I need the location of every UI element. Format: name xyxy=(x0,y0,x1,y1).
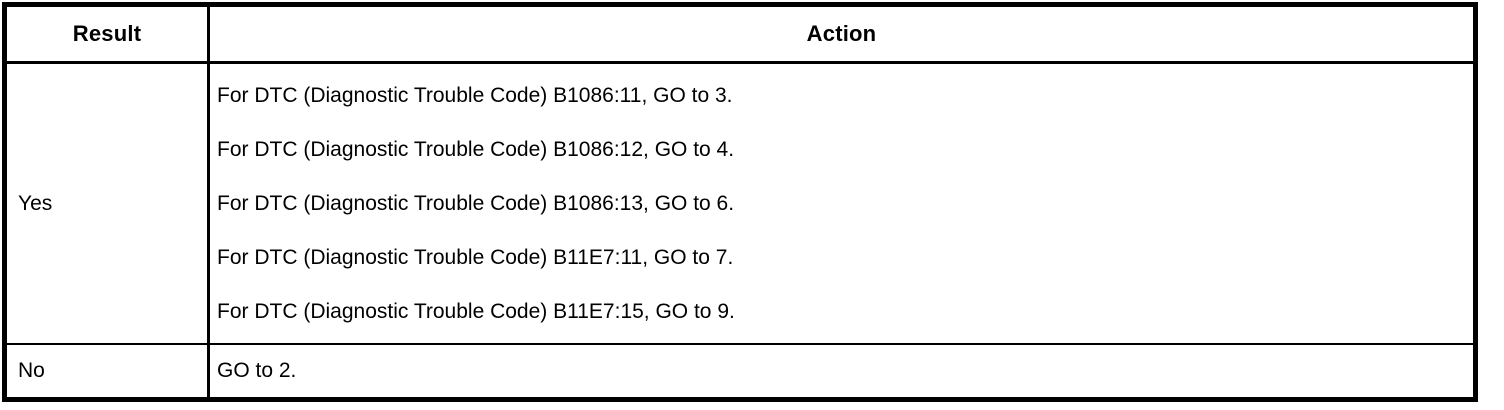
result-action-table: Result Action Yes For DTC (Diagnostic Tr… xyxy=(2,2,1478,402)
action-line-dtc-b1086-13: For DTC (Diagnostic Trouble Code) B1086:… xyxy=(217,191,735,215)
header-cell-result: Result xyxy=(7,7,210,64)
action-line-go-to-2: GO to 2. xyxy=(217,359,297,382)
result-cell-no: No xyxy=(7,345,210,397)
action-line-dtc-b11e7-11: For DTC (Diagnostic Trouble Code) B11E7:… xyxy=(217,245,734,269)
action-line-dtc-b1086-11: For DTC (Diagnostic Trouble Code) B1086:… xyxy=(217,83,733,107)
action-cell-yes: For DTC (Diagnostic Trouble Code) B1086:… xyxy=(210,64,1473,345)
result-cell-yes: Yes xyxy=(7,64,210,345)
header-cell-action: Action xyxy=(210,7,1473,64)
action-cell-no: GO to 2. xyxy=(210,345,1473,397)
action-line-dtc-b1086-12: For DTC (Diagnostic Trouble Code) B1086:… xyxy=(217,137,735,161)
action-line-dtc-b11e7-15: For DTC (Diagnostic Trouble Code) B11E7:… xyxy=(217,299,735,323)
